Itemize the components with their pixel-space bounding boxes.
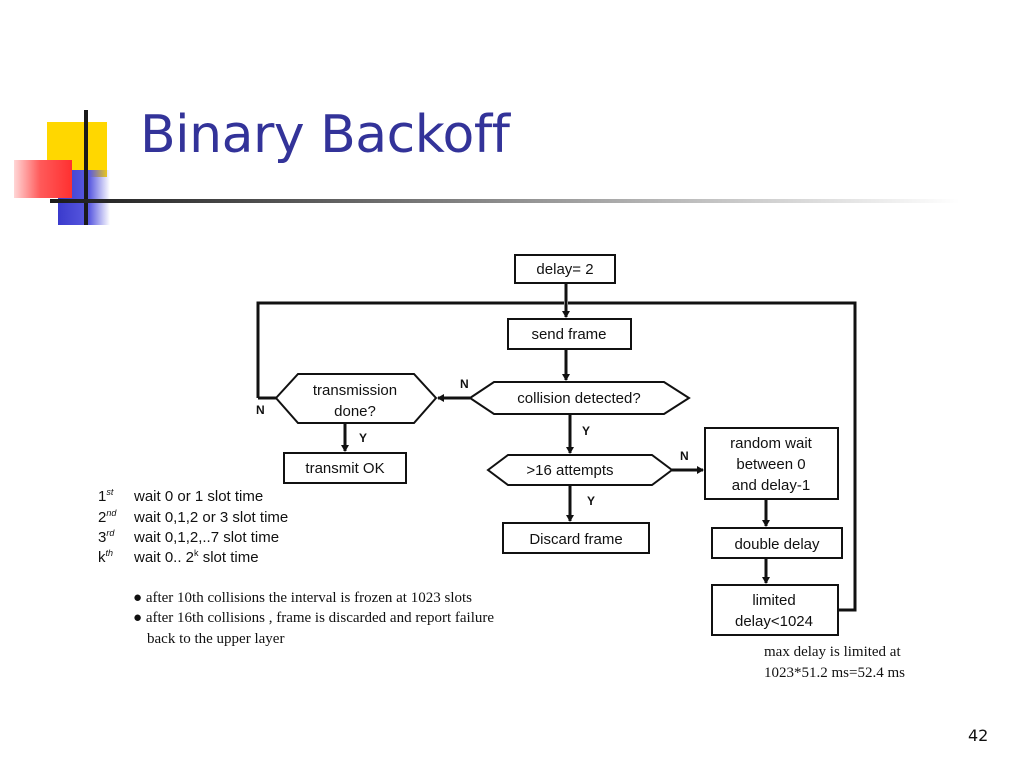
limited-delay-label-2: delay<1024 — [735, 613, 813, 630]
attempts-no-label: N — [680, 449, 689, 463]
attempt-ordinal-suffix: nd — [106, 508, 117, 518]
send-frame-label: send frame — [531, 326, 606, 343]
discard-frame-box — [502, 522, 650, 554]
transmission-done-hexagon — [274, 373, 438, 424]
transmission-no-label: N — [256, 403, 265, 417]
collision-detected-diamond — [468, 381, 691, 415]
bullet-dot: ● — [133, 610, 146, 626]
attempt-wait-text: wait 0,1,2,..7 slot time — [134, 529, 280, 546]
transmission-yes-label: Y — [359, 431, 367, 445]
attempt-ordinal-suffix: th — [105, 548, 114, 558]
double-delay-label: double delay — [734, 536, 820, 553]
discard-frame-label: Discard frame — [529, 531, 622, 548]
bullet-note-2-continuation: back to the upper layer — [147, 631, 285, 647]
random-wait-label-2: between 0 — [736, 456, 805, 473]
decor-vertical-line — [84, 110, 88, 225]
max-delay-note-line-1: max delay is limited at — [764, 644, 901, 660]
attempt-wait-text: wait 0.. 2 — [134, 549, 195, 566]
attempt-ordinal: 3 — [98, 529, 107, 546]
flow-connectors — [256, 283, 857, 612]
delay-init-box — [514, 254, 616, 284]
collision-yes-label: Y — [582, 424, 590, 438]
collision-no-label: N — [460, 377, 469, 391]
decor-red-square — [14, 160, 72, 198]
attempt-row-2: 2nd wait 0,1,2 or 3 slot time — [98, 508, 288, 526]
attempt-wait-tail: slot time — [198, 549, 259, 566]
bullet-dot: ● — [133, 590, 146, 606]
transmission-done-label-1: transmission — [313, 382, 397, 399]
attempts-check-label: >16 attempts — [526, 462, 613, 479]
attempt-row-3: 3rd wait 0,1,2,..7 slot time — [98, 528, 279, 546]
bullet-text: after 10th collisions the interval is fr… — [145, 590, 472, 606]
bullet-note-2: ● after 16th collisions , frame is disca… — [133, 610, 494, 627]
attempt-ordinal-suffix: rd — [106, 528, 115, 538]
attempt-wait-text: wait 0 or 1 slot time — [134, 488, 264, 505]
send-frame-box — [507, 318, 632, 350]
limited-delay-box — [711, 584, 839, 636]
random-wait-label-3: and delay-1 — [732, 477, 810, 494]
attempt-ordinal: k — [98, 549, 106, 566]
attempt-row-1: 1st wait 0 or 1 slot time — [98, 487, 263, 505]
delay-init-label: delay= 2 — [536, 261, 593, 278]
transmit-ok-box — [283, 452, 407, 484]
page-number: 42 — [968, 726, 989, 745]
slide-title: Binary Backoff — [140, 105, 510, 165]
collision-detected-label: collision detected? — [517, 390, 640, 407]
attempt-ordinal: 2 — [98, 509, 107, 526]
attempt-ordinal: 1 — [98, 488, 107, 505]
bullet-note-1: ● after 10th collisions the interval is … — [133, 590, 472, 607]
max-delay-note-line-2: 1023*51.2 ms=52.4 ms — [764, 665, 905, 681]
limited-delay-label-1: limited — [752, 592, 795, 609]
transmission-done-label-2: done? — [334, 403, 376, 420]
attempt-wait-text: wait 0,1,2 or 3 slot time — [134, 509, 289, 526]
random-wait-label-1: random wait — [730, 435, 813, 452]
attempts-yes-label: Y — [587, 494, 595, 508]
double-delay-box — [711, 527, 843, 559]
attempt-ordinal-suffix: st — [106, 487, 114, 497]
bullet-text: after 16th collisions , frame is discard… — [145, 610, 495, 626]
attempt-exponent: k — [194, 548, 199, 558]
random-wait-box — [704, 427, 839, 500]
transmit-ok-label: transmit OK — [305, 460, 384, 477]
title-underline — [50, 199, 960, 203]
